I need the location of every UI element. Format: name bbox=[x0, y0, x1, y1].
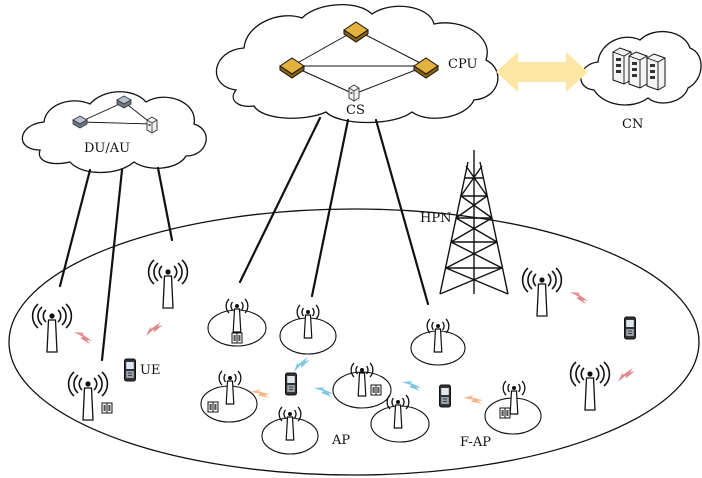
ue-label: UE bbox=[140, 363, 160, 378]
antenna-icon bbox=[278, 406, 302, 441]
hpn-label: HPN bbox=[420, 211, 451, 226]
antenna-icon bbox=[521, 267, 563, 317]
phone-icon bbox=[124, 358, 136, 382]
antenna-icon bbox=[350, 362, 374, 397]
cpu-label: CPU bbox=[448, 57, 477, 72]
cs-label: CS bbox=[346, 103, 365, 118]
du-au-label: DU/AU bbox=[84, 141, 130, 156]
antenna-icon bbox=[426, 318, 450, 353]
server-icon bbox=[646, 53, 666, 91]
antenna-icon bbox=[386, 394, 410, 429]
f-ap-label: F-AP bbox=[460, 435, 491, 450]
server-icon bbox=[146, 116, 158, 134]
tower-icon bbox=[439, 150, 509, 295]
cache-icon bbox=[499, 407, 511, 419]
small-cell-areas bbox=[200, 309, 542, 455]
antenna-icon bbox=[296, 304, 320, 339]
cache-icon bbox=[101, 402, 113, 414]
cpu-mesh bbox=[291, 29, 427, 95]
antenna-icon bbox=[31, 303, 73, 353]
fronthaul-links bbox=[58, 116, 430, 362]
server-icon bbox=[628, 51, 648, 89]
cache-icon bbox=[370, 384, 382, 396]
server-icon bbox=[348, 84, 360, 102]
cpu-cn-arrow bbox=[496, 52, 588, 92]
cache-icon bbox=[231, 332, 243, 344]
antenna-icon bbox=[218, 370, 242, 405]
coverage-area bbox=[8, 208, 700, 476]
phone-icon bbox=[624, 316, 636, 340]
phone-icon bbox=[439, 384, 451, 408]
cn-label: CN bbox=[622, 117, 643, 132]
cache-icon bbox=[207, 401, 219, 413]
server-icon bbox=[612, 47, 632, 85]
antenna-icon bbox=[147, 259, 189, 309]
antenna-icon bbox=[569, 361, 611, 411]
wireless-links bbox=[74, 292, 636, 410]
du-au-cloud bbox=[21, 91, 207, 174]
ap-label: AP bbox=[331, 433, 350, 448]
phone-icon bbox=[285, 372, 297, 396]
cpu-cloud bbox=[215, 4, 499, 124]
antenna-icon bbox=[225, 298, 249, 333]
